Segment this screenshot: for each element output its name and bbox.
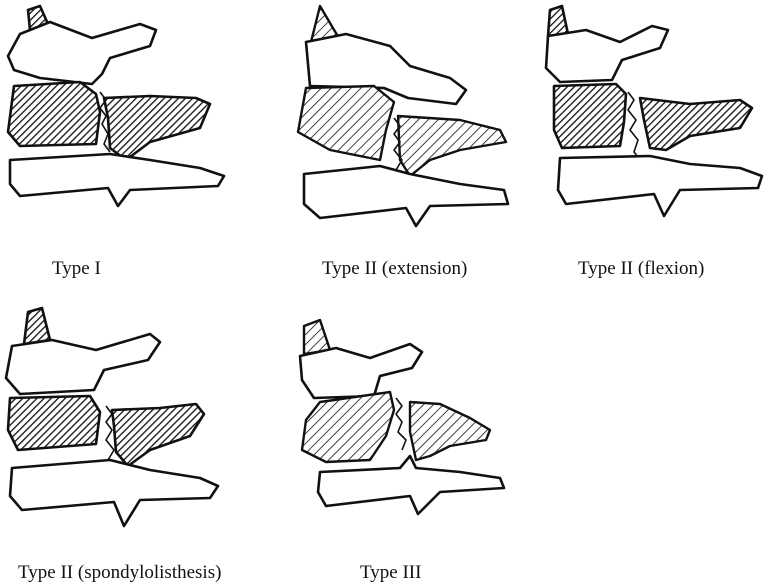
pars-defect-line bbox=[105, 405, 117, 471]
lower-vertebra bbox=[302, 164, 510, 228]
vertebra-diagram-type-3 bbox=[298, 318, 506, 516]
middle-vertebral-body bbox=[300, 390, 396, 464]
posterior-arch bbox=[396, 114, 508, 178]
lower-vertebra bbox=[316, 454, 506, 516]
vertebra-diagram-type-2-extension bbox=[296, 4, 510, 228]
posterior-arch bbox=[638, 96, 754, 152]
upper-facet-process bbox=[22, 306, 52, 346]
upper-vertebra bbox=[6, 20, 158, 86]
vertebra-diagram-type-1 bbox=[6, 4, 226, 208]
panel-type-2-spondylolisthesis: Type II (spondylolisthesis) bbox=[0, 300, 290, 585]
posterior-arch bbox=[102, 94, 212, 162]
caption-type-2-extension: Type II (extension) bbox=[322, 258, 468, 279]
panel-type-2-extension: Type II (extension) bbox=[290, 0, 535, 300]
middle-vertebral-body bbox=[6, 80, 102, 148]
upper-facet-process bbox=[546, 4, 570, 38]
lower-vertebra bbox=[8, 152, 226, 208]
pars-defect-line bbox=[627, 91, 643, 163]
posterior-arch bbox=[408, 400, 492, 462]
caption-type-3: Type III bbox=[360, 562, 422, 583]
caption-type-1: Type I bbox=[52, 258, 101, 279]
pars-defect-line bbox=[395, 397, 407, 451]
panel-type-1: Type I bbox=[0, 0, 240, 300]
middle-vertebral-body bbox=[6, 394, 102, 452]
lower-vertebra bbox=[556, 154, 764, 218]
vertebra-diagram-type-2-flexion bbox=[544, 4, 764, 218]
caption-type-2-flexion: Type II (flexion) bbox=[578, 258, 705, 279]
middle-vertebral-body bbox=[296, 84, 396, 162]
pars-defect-line bbox=[99, 91, 111, 153]
upper-vertebra bbox=[4, 332, 162, 396]
caption-type-2-spondylolisthesis: Type II (spondylolisthesis) bbox=[18, 562, 222, 583]
upper-vertebra bbox=[544, 24, 670, 84]
panel-type-3: Type III bbox=[290, 300, 540, 585]
upper-vertebra bbox=[298, 342, 424, 400]
pars-defect-line bbox=[393, 117, 405, 181]
middle-vertebral-body bbox=[552, 82, 628, 150]
vertebra-diagram-type-2-spondylolisthesis bbox=[4, 306, 220, 528]
panel-type-2-flexion: Type II (flexion) bbox=[540, 0, 767, 300]
lower-vertebra bbox=[8, 458, 220, 528]
posterior-arch bbox=[110, 402, 206, 468]
